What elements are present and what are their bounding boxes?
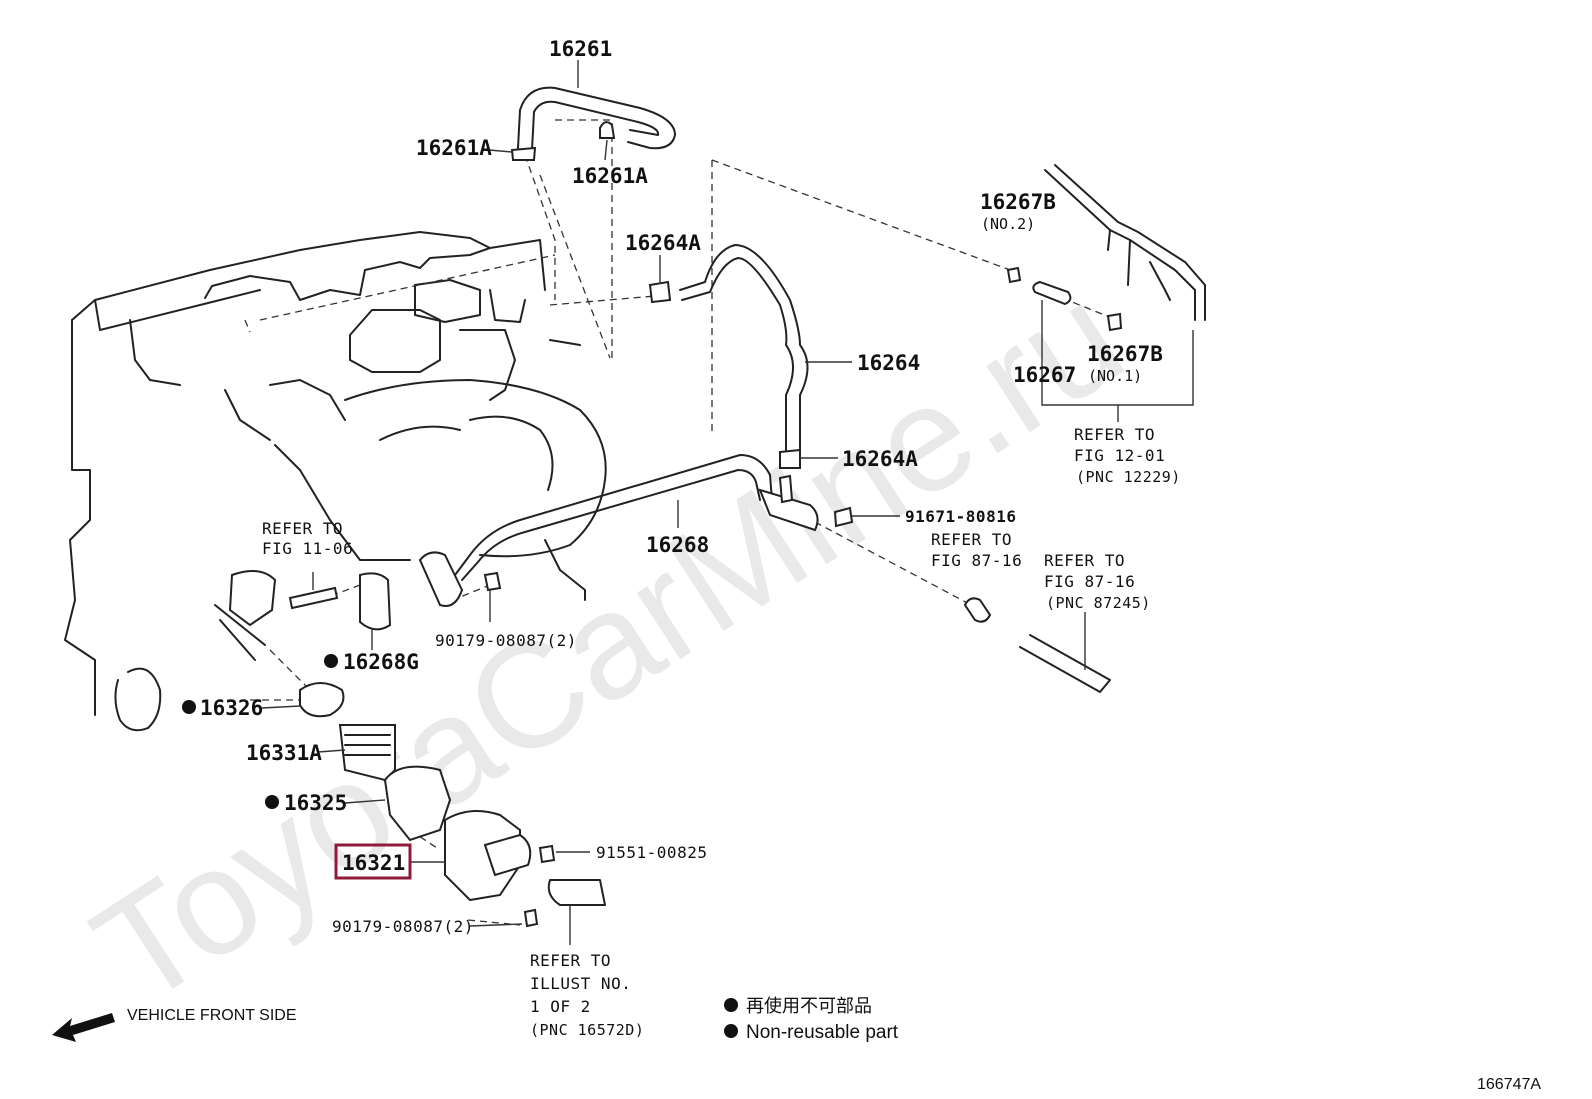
label-16325[interactable]: 16325 [284,791,347,815]
hose-16264 [648,244,809,469]
legend-text-en: Non-reusable part [746,1022,899,1043]
arrow-left-icon [52,1013,115,1042]
hose-87245 [963,597,1111,693]
highlight-box-16321 [334,843,412,880]
label-16261a-right[interactable]: 16261A [572,164,648,188]
reference-notes: REFER TO FIG 12-01 (PNC 12229) REFER TO … [262,425,1181,1039]
non-reusable-marker-16326 [182,700,196,714]
label-16267b-no2[interactable]: 16267B [980,190,1056,214]
ref-87-16b-line1[interactable]: REFER TO [1044,551,1125,570]
label-16267[interactable]: 16267 [1013,363,1076,387]
label-16264[interactable]: 16264 [857,351,920,375]
label-16326[interactable]: 16326 [200,696,263,720]
pipe-16268 [418,454,900,607]
ref-11-06-line1[interactable]: REFER TO [262,519,343,538]
legend-dot-jp [724,998,738,1012]
label-16267b-no2-sub: (NO.2) [981,215,1035,233]
label-16268[interactable]: 16268 [646,533,709,557]
label-16267b-no1[interactable]: 16267B [1087,342,1163,366]
label-90179-bottom[interactable]: 90179-08087(2) [332,917,474,936]
ref-87-16b-line3[interactable]: (PNC 87245) [1046,594,1151,612]
label-16264a-top[interactable]: 16264A [625,231,701,255]
non-reusable-marker-16268g [324,654,338,668]
engine-block-illustration [64,231,607,732]
vehicle-front-indicator: VEHICLE FRONT SIDE [52,1007,297,1042]
ref-illust-line4[interactable]: (PNC 16572D) [530,1021,644,1039]
ref-illust-line1[interactable]: REFER TO [530,951,611,970]
pipe-16267-assembly [1006,164,1206,422]
ref-illust-line2[interactable]: ILLUST NO. [530,974,631,993]
label-16261a-left[interactable]: 16261A [416,136,492,160]
hose-16261 [510,86,676,161]
label-16267b-no1-sub: (NO.1) [1088,367,1142,385]
label-16268g[interactable]: 16268G [343,650,419,674]
thermostat-parts [214,570,606,928]
legend-dot-en [724,1024,738,1038]
ref-12-01-line2[interactable]: FIG 12-01 [1074,446,1165,465]
label-16264a-bottom[interactable]: 16264A [842,447,918,471]
label-16321[interactable]: 16321 [342,851,405,875]
ref-12-01-line3[interactable]: (PNC 12229) [1076,468,1181,486]
non-reusable-marker-16325 [265,795,279,809]
watermark-text: ToyotaCarMine.ru [66,251,1150,1037]
figure-id: 166747A [1477,1076,1541,1093]
dashed-leader-lines [244,119,1113,926]
label-16261[interactable]: 16261 [549,37,612,61]
vehicle-front-label: VEHICLE FRONT SIDE [127,1007,297,1024]
label-91551-00825[interactable]: 91551-00825 [596,843,707,862]
label-90179-top[interactable]: 90179-08087(2) [435,631,577,650]
legend-text-jp: 再使用不可部品 [746,996,872,1016]
ref-87-16a-line2[interactable]: FIG 87-16 [931,551,1022,570]
ref-illust-line3[interactable]: 1 OF 2 [530,997,591,1016]
ref-87-16b-line2[interactable]: FIG 87-16 [1044,572,1135,591]
ref-87-16a-line1[interactable]: REFER TO [931,530,1012,549]
part-labels: 16261 16261A 16261A 16264A 16264 16264A … [182,37,1163,936]
label-91671-80816[interactable]: 91671-80816 [905,507,1016,526]
solid-leader-lines [261,60,1086,945]
ref-11-06-line2[interactable]: FIG 11-06 [262,539,353,558]
legend: 再使用不可部品 Non-reusable part [724,996,899,1043]
label-16331a[interactable]: 16331A [246,741,322,765]
ref-12-01-line1[interactable]: REFER TO [1074,425,1155,444]
